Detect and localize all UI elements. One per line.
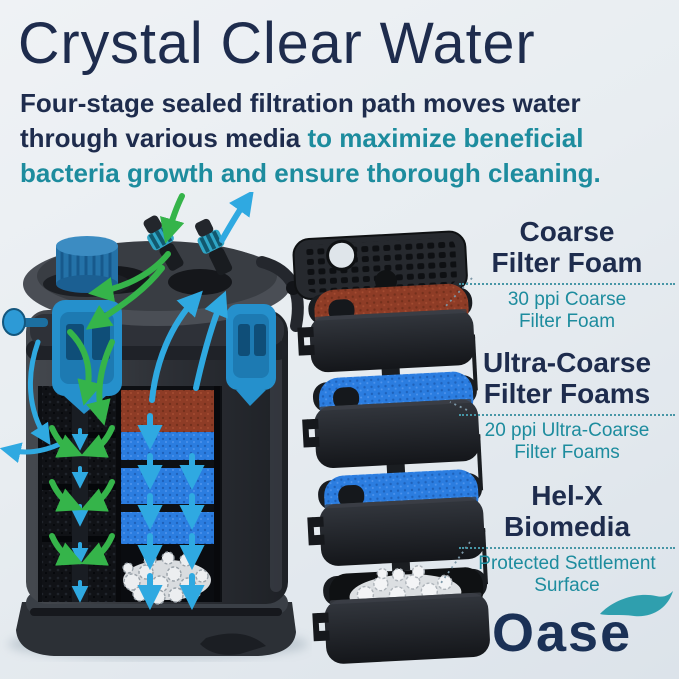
dotted-rule bbox=[459, 414, 675, 416]
tray-ultra-coarse-foam-2 bbox=[307, 469, 485, 566]
stage-label-hel-x-biomedia: Hel-X Biomedia Protected Settlement Surf… bbox=[455, 480, 679, 597]
subtitle-teal-part: to maximize beneficial bacteria growth a… bbox=[20, 123, 601, 188]
oase-wave-swoosh-icon bbox=[600, 591, 673, 617]
stage-heading-line: Biomedia bbox=[503, 511, 631, 542]
canister-filter-cutaway-illustration bbox=[0, 192, 308, 659]
subtitle-dark-part: Four-stage sealed filtration path moves … bbox=[20, 88, 581, 153]
center-channel bbox=[72, 386, 88, 602]
body-highlight bbox=[270, 322, 282, 592]
stage-subtext-line: Filter Foam bbox=[518, 311, 616, 332]
tray-biomedia bbox=[312, 565, 490, 664]
page-title: Crystal Clear Water bbox=[18, 11, 536, 76]
stage-heading-line: Filter Foam bbox=[491, 247, 643, 278]
stage-heading-line: Ultra-Coarse bbox=[482, 347, 652, 378]
coarse-foam-layer bbox=[121, 390, 214, 432]
tray-coarse-foam bbox=[297, 283, 475, 373]
stage-heading-line: Hel-X bbox=[531, 480, 603, 511]
stage-heading-line: Coarse bbox=[519, 216, 615, 247]
stage-label-ultra-coarse-filter-foams: Ultra-Coarse Filter Foams 20 ppi Ultra-C… bbox=[455, 347, 679, 464]
stage-subtext-line: Protected Settlement bbox=[478, 553, 656, 574]
stage-subtext-line: Surface bbox=[534, 575, 600, 596]
stage-label-coarse-filter-foam: Coarse Filter Foam 30 ppi Coarse Filter … bbox=[455, 216, 679, 333]
dotted-rule bbox=[459, 547, 675, 549]
outlet-valve bbox=[195, 218, 233, 276]
stage-subtext-line: 30 ppi Coarse bbox=[507, 289, 627, 310]
inflow-arrows-icon bbox=[49, 193, 185, 566]
stage-subtext-line: 20 ppi Ultra-Coarse bbox=[484, 420, 650, 441]
stage-subtext-line: Filter Foams bbox=[514, 442, 620, 463]
right-clamp bbox=[226, 304, 276, 406]
grate-lid bbox=[292, 230, 468, 300]
ultra-coarse-foam-layer bbox=[121, 432, 214, 544]
subtitle: Four-stage sealed filtration path moves … bbox=[20, 86, 666, 191]
hose-clip-nub bbox=[2, 308, 48, 336]
stage-heading-line: Filter Foams bbox=[483, 378, 651, 409]
dotted-rule bbox=[459, 283, 675, 285]
tray-ultra-coarse-foam-1 bbox=[302, 371, 480, 469]
media-stack-exploded-illustration bbox=[292, 230, 490, 664]
